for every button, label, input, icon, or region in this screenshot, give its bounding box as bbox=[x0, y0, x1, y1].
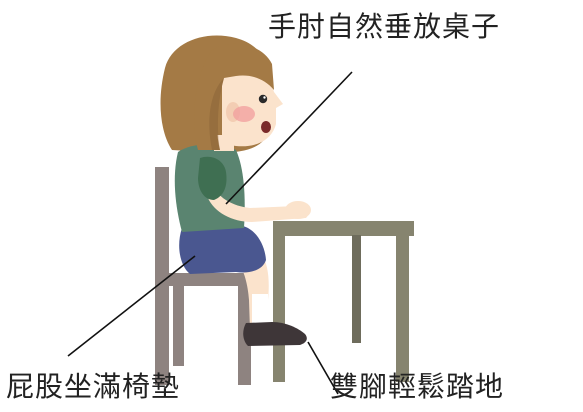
eye bbox=[258, 94, 268, 104]
table-leg-front bbox=[273, 235, 285, 382]
hair-shadow bbox=[209, 78, 224, 150]
leader-line-hips bbox=[67, 255, 196, 357]
chair-seat bbox=[155, 273, 259, 286]
sleeve bbox=[198, 156, 227, 200]
socks bbox=[252, 294, 268, 324]
mouth bbox=[261, 121, 271, 133]
leader-line-elbows bbox=[225, 71, 353, 205]
eye-highlight bbox=[263, 96, 266, 99]
hair-fringe bbox=[194, 43, 274, 150]
girl bbox=[160, 35, 311, 346]
leader-line-feet bbox=[307, 341, 339, 395]
forearm bbox=[208, 188, 309, 222]
label-hips: 屁股坐滿椅墊 bbox=[6, 370, 181, 403]
table bbox=[273, 221, 414, 382]
table-top bbox=[273, 221, 414, 236]
label-elbows: 手肘自然垂放桌子 bbox=[268, 10, 501, 43]
chair-rear-leg bbox=[173, 286, 184, 366]
hand bbox=[285, 201, 311, 219]
table-leg-back bbox=[352, 235, 361, 343]
table-leg-right bbox=[396, 235, 409, 382]
shorts bbox=[179, 226, 266, 274]
cheek-blush bbox=[233, 106, 255, 122]
label-feet: 雙腳輕鬆踏地 bbox=[330, 370, 505, 403]
chair bbox=[155, 167, 259, 385]
shoes bbox=[243, 322, 307, 346]
